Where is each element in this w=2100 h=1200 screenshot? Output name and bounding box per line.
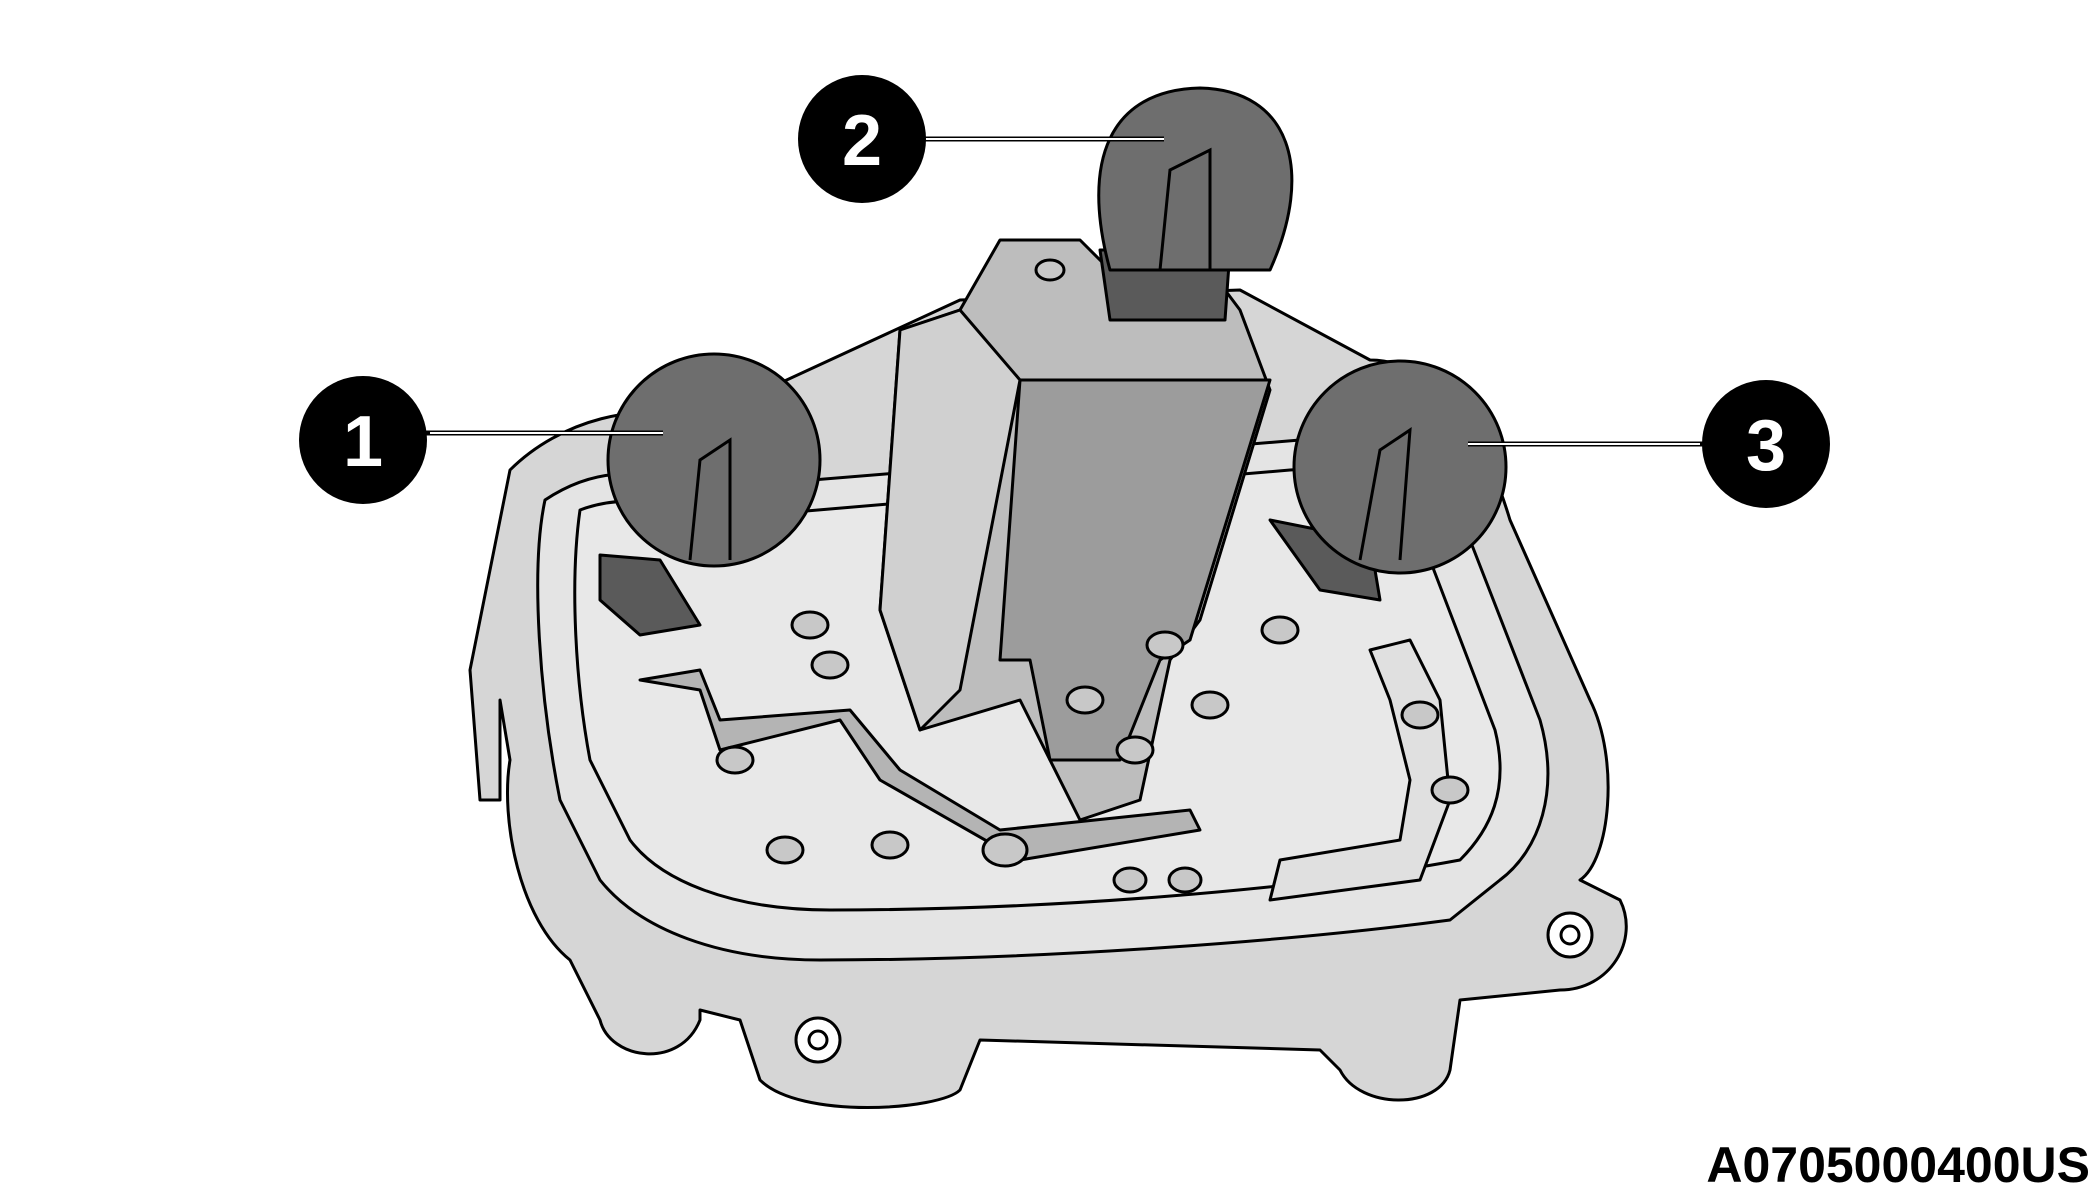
bulb-1 — [598, 352, 822, 637]
callout-2-number: 2 — [842, 101, 882, 181]
socket-tower-side — [878, 308, 1022, 732]
callout-2: 2 — [798, 75, 926, 203]
callout-1-number: 1 — [343, 402, 383, 482]
circuit-trace-left — [638, 668, 1202, 862]
circuit-trace-right — [1268, 638, 1452, 902]
contact-studs — [715, 258, 1470, 894]
bulb-3 — [1268, 359, 1508, 602]
callout-3: 3 — [1702, 380, 1830, 508]
mounting-holes — [794, 911, 1594, 1064]
socket-tower-face — [998, 378, 1272, 762]
figure-id: A0705000400US — [1706, 1137, 2090, 1193]
callout-1: 1 — [299, 376, 427, 504]
bulb-2 — [1097, 86, 1294, 322]
callout-3-number: 3 — [1746, 406, 1786, 486]
